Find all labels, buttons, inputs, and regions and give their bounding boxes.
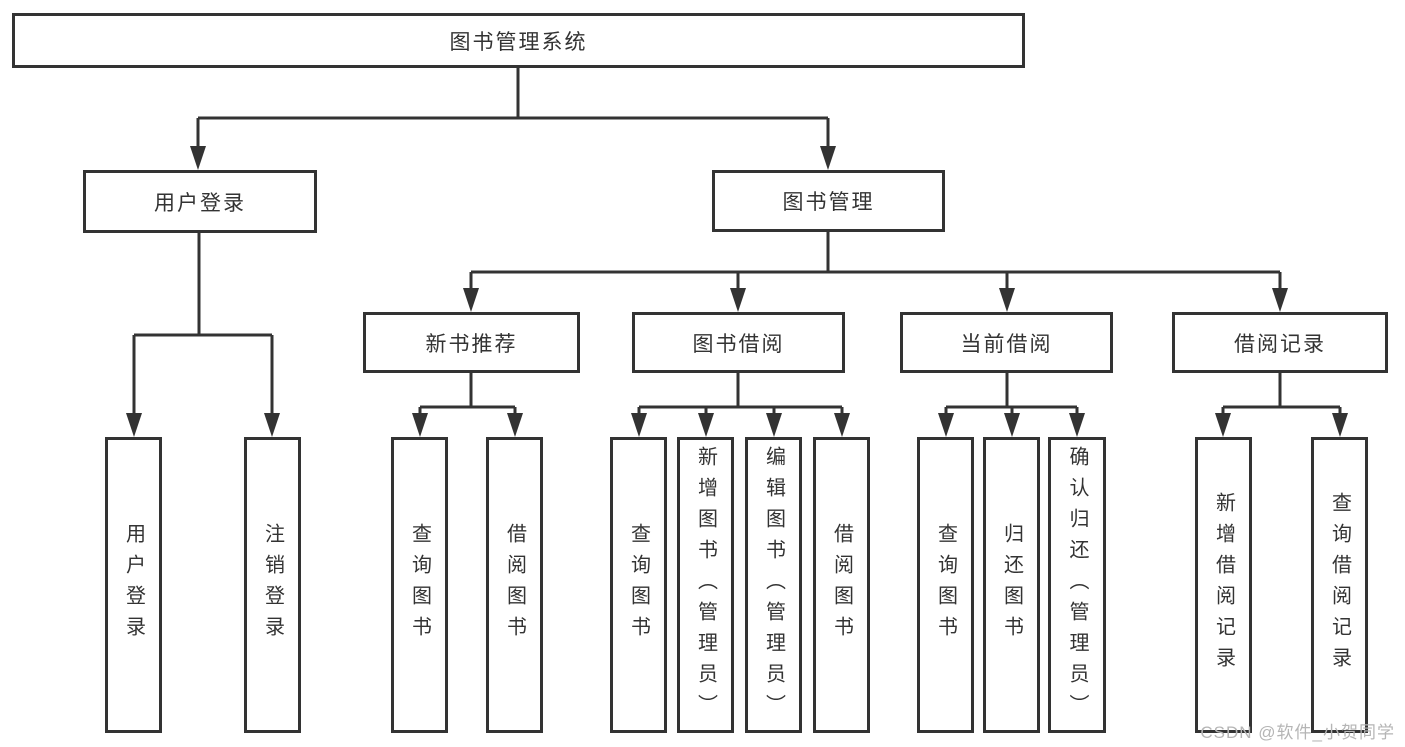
node-leaf-borrow-borrow-books: 借阅图书 — [813, 437, 870, 733]
node-leaf-recommend-query-books: 查询图书 — [391, 437, 448, 733]
node-user-login: 用户登录 — [83, 170, 317, 233]
node-leaf-add-borrow-record: 新增借阅记录 — [1195, 437, 1252, 733]
node-current-borrowing: 当前借阅 — [900, 312, 1113, 373]
node-borrowing-records: 借阅记录 — [1172, 312, 1388, 373]
node-leaf-add-book-admin: 新增图书（管理员） — [677, 437, 734, 733]
node-book-management: 图书管理 — [712, 170, 945, 232]
node-leaf-confirm-return-admin: 确认归还（管理员） — [1048, 437, 1106, 733]
node-leaf-edit-book-admin: 编辑图书（管理员） — [745, 437, 802, 733]
node-leaf-recommend-borrow-books: 借阅图书 — [486, 437, 543, 733]
node-root-system: 图书管理系统 — [12, 13, 1025, 68]
node-leaf-user-login: 用户登录 — [105, 437, 162, 733]
csdn-watermark: CSDN @软件_小贺同学 — [1200, 723, 1395, 742]
node-leaf-return-books: 归还图书 — [983, 437, 1040, 733]
node-leaf-borrow-query-books: 查询图书 — [610, 437, 667, 733]
node-book-borrowing: 图书借阅 — [632, 312, 845, 373]
node-leaf-current-query-books: 查询图书 — [917, 437, 974, 733]
node-leaf-logout: 注销登录 — [244, 437, 301, 733]
node-new-book-recommend: 新书推荐 — [363, 312, 580, 373]
node-leaf-query-borrow-record: 查询借阅记录 — [1311, 437, 1368, 733]
